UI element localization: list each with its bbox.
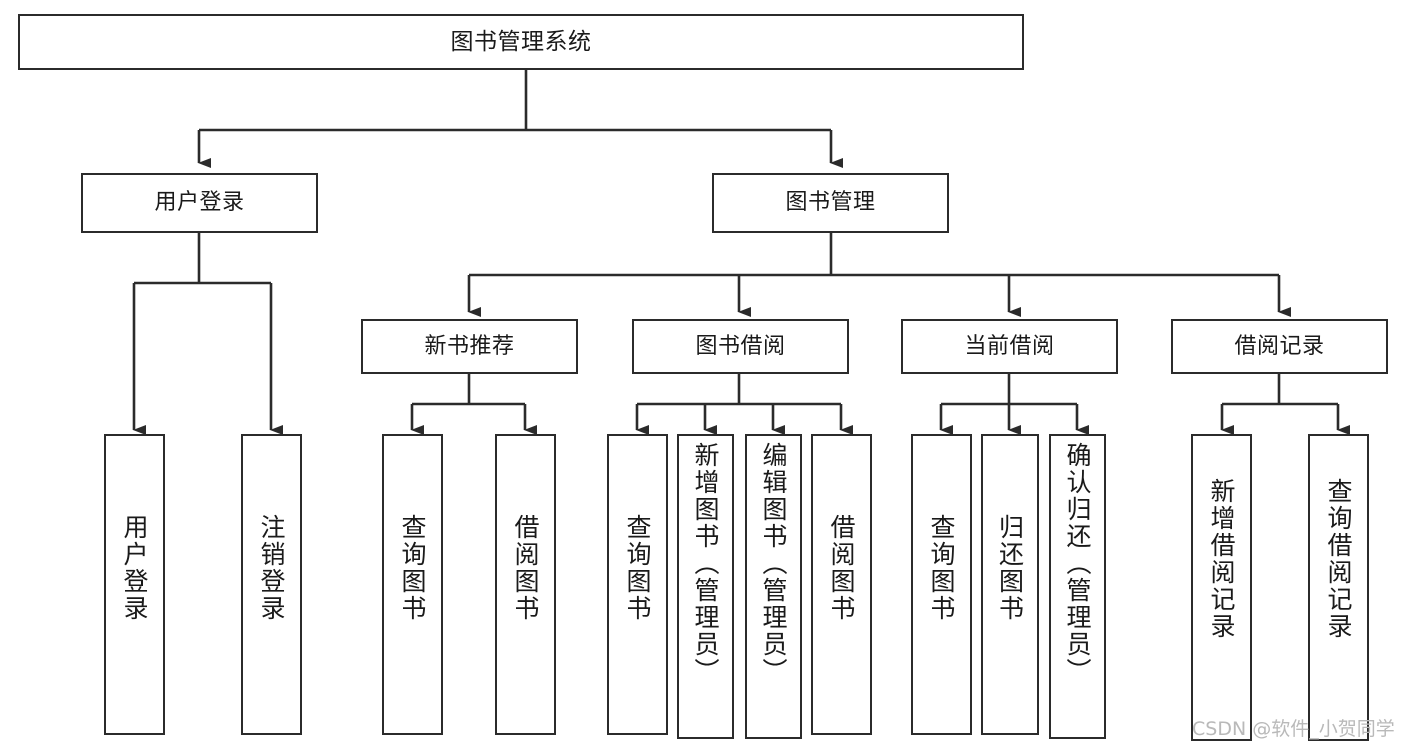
node-leaf-add-book[interactable]: 新增图书（管理员） (677, 434, 734, 739)
node-root-label: 图书管理系统 (450, 28, 592, 55)
node-book-borrow[interactable]: 图书借阅 (632, 319, 849, 374)
node-leaf-borrow-book-1-label: 借阅图书 (511, 514, 540, 622)
node-leaf-borrow-book-2[interactable]: 借阅图书 (811, 434, 872, 735)
node-leaf-query-book-1[interactable]: 查询图书 (382, 434, 443, 735)
node-leaf-query-book-1-label: 查询图书 (398, 514, 427, 622)
node-root[interactable]: 图书管理系统 (18, 14, 1024, 70)
node-leaf-user-login-label: 用户登录 (120, 514, 149, 622)
node-leaf-return-book[interactable]: 归还图书 (981, 434, 1039, 735)
node-leaf-query-book-2[interactable]: 查询图书 (607, 434, 668, 735)
node-current-borrow[interactable]: 当前借阅 (901, 319, 1118, 374)
csdn-watermark: CSDN @软件_小贺同学 (1192, 718, 1395, 740)
node-leaf-logout-label: 注销登录 (257, 514, 286, 622)
node-new-book-recommend-label: 新书推荐 (424, 333, 515, 359)
node-leaf-edit-book[interactable]: 编辑图书（管理员） (745, 434, 802, 739)
node-borrow-record-label: 借阅记录 (1234, 333, 1325, 359)
node-leaf-logout[interactable]: 注销登录 (241, 434, 302, 735)
node-leaf-query-record-label: 查询借阅记录 (1324, 478, 1353, 640)
node-leaf-borrow-book-1[interactable]: 借阅图书 (495, 434, 556, 735)
node-user-login[interactable]: 用户登录 (81, 173, 318, 233)
node-user-login-label: 用户登录 (154, 190, 245, 216)
node-leaf-confirm-return-label: 确认归还（管理员） (1063, 442, 1092, 685)
node-book-borrow-label: 图书借阅 (695, 333, 786, 359)
node-leaf-edit-book-label: 编辑图书（管理员） (759, 442, 788, 685)
node-book-management-label: 图书管理 (785, 190, 876, 216)
node-leaf-borrow-book-2-label: 借阅图书 (827, 514, 856, 622)
node-leaf-query-book-3[interactable]: 查询图书 (911, 434, 972, 735)
node-new-book-recommend[interactable]: 新书推荐 (361, 319, 578, 374)
node-leaf-add-record-label: 新增借阅记录 (1207, 478, 1236, 640)
node-leaf-user-login[interactable]: 用户登录 (104, 434, 165, 735)
node-leaf-query-record[interactable]: 查询借阅记录 (1308, 434, 1369, 741)
node-borrow-record[interactable]: 借阅记录 (1171, 319, 1388, 374)
node-leaf-return-book-label: 归还图书 (995, 514, 1025, 622)
node-leaf-query-book-2-label: 查询图书 (623, 514, 652, 622)
node-leaf-confirm-return[interactable]: 确认归还（管理员） (1049, 434, 1106, 739)
node-book-management[interactable]: 图书管理 (712, 173, 949, 233)
node-leaf-add-record[interactable]: 新增借阅记录 (1191, 434, 1252, 741)
node-current-borrow-label: 当前借阅 (964, 333, 1055, 359)
node-leaf-add-book-label: 新增图书（管理员） (691, 442, 720, 685)
node-leaf-query-book-3-label: 查询图书 (927, 514, 956, 622)
